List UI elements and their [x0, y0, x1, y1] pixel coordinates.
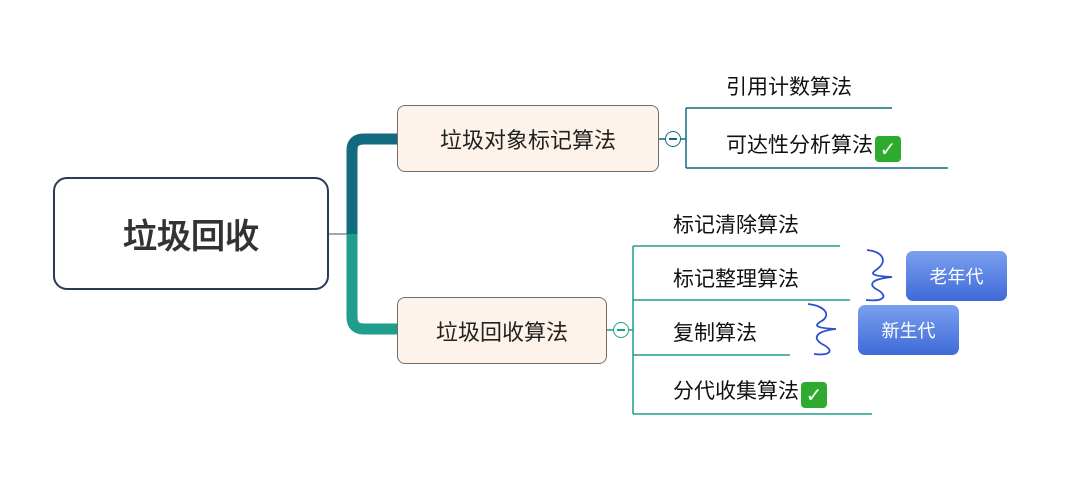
brace-old-generation	[865, 249, 893, 302]
leaf-reference-counting[interactable]: 引用计数算法	[726, 71, 852, 101]
branch-topic-label: 垃圾对象标记算法	[439, 128, 616, 154]
leaf-reachability-analysis[interactable]: 可达性分析算法✓	[726, 129, 901, 162]
leaf-label: 分代收集算法	[673, 379, 799, 403]
minus-icon	[669, 138, 677, 140]
leaf-copying[interactable]: 复制算法	[673, 317, 757, 347]
collapse-branch-2-button[interactable]	[613, 322, 629, 338]
tag-label: 新生代	[881, 321, 936, 342]
tag-label: 老年代	[929, 267, 984, 288]
leaf-label: 标记整理算法	[673, 267, 799, 291]
checkmark-icon: ✓	[801, 382, 827, 408]
collapse-branch-1-button[interactable]	[665, 131, 681, 147]
leaf-generational-collection[interactable]: 分代收集算法✓	[673, 375, 827, 408]
leaf-label: 可达性分析算法	[726, 133, 873, 157]
brace-new-generation	[807, 303, 837, 356]
tag-old-generation[interactable]: 老年代	[906, 251, 1007, 301]
leaf-label: 复制算法	[673, 321, 757, 345]
branch-2-connector	[346, 234, 397, 335]
branch-topic-label: 垃圾回收算法	[435, 320, 568, 346]
checkmark-icon: ✓	[875, 136, 901, 162]
root-topic-label: 垃圾回收	[123, 217, 259, 257]
minus-icon	[617, 329, 625, 331]
leaf-mark-compact[interactable]: 标记整理算法	[673, 263, 799, 293]
branch-topic-object-marking[interactable]: 垃圾对象标记算法	[397, 105, 659, 172]
leaf-label: 标记清除算法	[673, 213, 799, 237]
branch-topic-gc-algorithms[interactable]: 垃圾回收算法	[397, 297, 607, 364]
tag-new-generation[interactable]: 新生代	[858, 305, 959, 355]
leaf-mark-sweep[interactable]: 标记清除算法	[673, 209, 799, 239]
branch-1-connector	[346, 133, 397, 234]
root-topic[interactable]: 垃圾回收	[53, 177, 329, 290]
leaf-label: 引用计数算法	[726, 75, 852, 99]
